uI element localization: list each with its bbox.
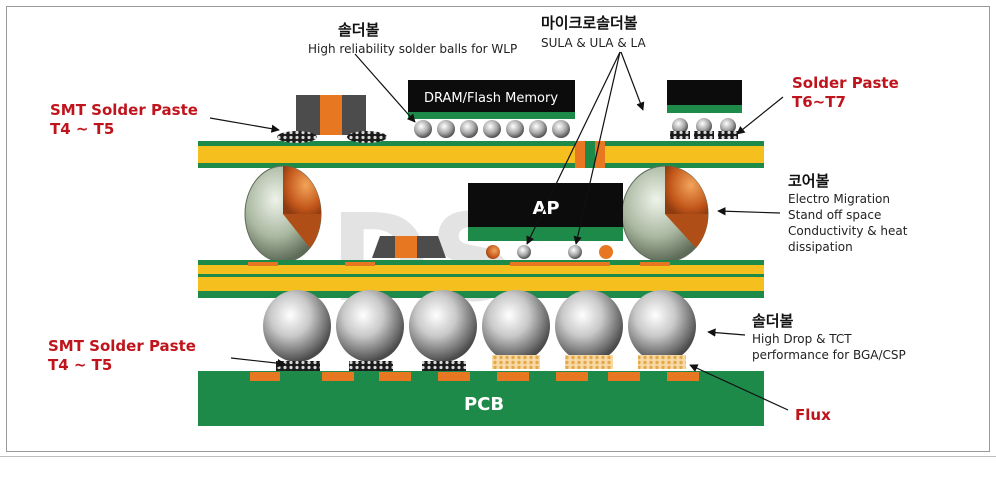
top-substrate bbox=[198, 141, 764, 168]
top-passive-component bbox=[296, 95, 366, 135]
flux-label: Flux bbox=[795, 406, 831, 424]
middle-substrate bbox=[198, 260, 764, 298]
core-ball-en-4: dissipation bbox=[788, 240, 853, 254]
callout-arrows bbox=[209, 51, 789, 411]
smt-bottom-line2: T4 ~ T5 bbox=[48, 356, 112, 374]
smt-paste-top bbox=[277, 131, 387, 143]
dram-chip: DRAM/Flash Memory bbox=[408, 80, 575, 119]
middle-passive-component bbox=[372, 236, 446, 258]
fine-paste-balls bbox=[670, 118, 738, 139]
solder-ball-top-en: High reliability solder balls for WLP bbox=[308, 42, 517, 56]
core-ball-en-1: Electro Migration bbox=[788, 192, 890, 206]
diagram-frame bbox=[6, 6, 990, 452]
solder-paste-right-line2: T6~T7 bbox=[792, 93, 846, 111]
solder-paste-right-line1: Solder Paste bbox=[792, 74, 899, 92]
divider-line bbox=[0, 456, 996, 457]
core-ball-left bbox=[244, 165, 322, 263]
dram-label: DRAM/Flash Memory bbox=[424, 91, 558, 106]
micro-solder-en: SULA & ULA & LA bbox=[541, 36, 646, 50]
smt-bottom-line1: SMT Solder Paste bbox=[48, 337, 196, 355]
bga-solder-balls bbox=[263, 290, 696, 362]
ap-label: AP bbox=[532, 198, 559, 219]
core-ball-kr: 코어볼 bbox=[788, 172, 830, 190]
solder-ball-bottom-en-1: High Drop & TCT bbox=[752, 332, 852, 346]
core-ball-right bbox=[621, 165, 709, 263]
solder-ball-top-kr: 솔더볼 bbox=[338, 21, 380, 39]
ap-chip: AP bbox=[468, 183, 623, 241]
core-ball-en-2: Stand off space bbox=[788, 208, 881, 222]
micro-solder-balls bbox=[486, 245, 613, 259]
flux-deposits bbox=[492, 355, 686, 369]
solder-ball-bottom-en-2: performance for BGA/CSP bbox=[752, 348, 906, 362]
micro-solder-kr: 마이크로솔더볼 bbox=[541, 14, 638, 32]
smt-top-line1: SMT Solder Paste bbox=[50, 101, 198, 119]
pcb-label: PCB bbox=[464, 394, 504, 415]
top-right-chip bbox=[667, 80, 742, 113]
pcb-board: PCB bbox=[198, 371, 764, 426]
solder-ball-bottom-kr: 솔더볼 bbox=[752, 312, 794, 330]
wlp-solder-balls bbox=[414, 120, 570, 138]
smt-top-line2: T4 ~ T5 bbox=[50, 120, 114, 138]
smt-paste-bottom bbox=[276, 361, 466, 373]
core-ball-en-3: Conductivity & heat bbox=[788, 224, 908, 238]
